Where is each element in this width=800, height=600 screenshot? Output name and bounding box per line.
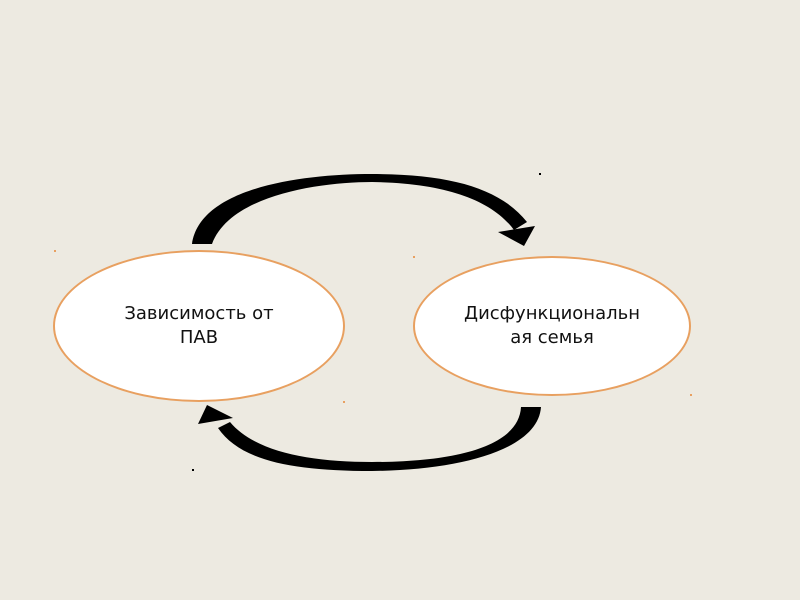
arrow-bottom-head: [198, 405, 233, 424]
node-dependency: Зависимость от ПАВ: [53, 250, 345, 402]
speck-dot: [690, 394, 692, 396]
arrow-right-to-left: [198, 405, 541, 471]
node-label-dependency: Зависимость от ПАВ: [124, 303, 274, 348]
speck-dot: [54, 250, 56, 252]
arrow-bottom-shaft: [218, 407, 541, 471]
arrow-left-to-right: [192, 174, 535, 246]
speck-dot: [413, 256, 415, 258]
arrow-top-shaft: [192, 174, 527, 244]
speck-dot: [539, 173, 541, 175]
speck-dot: [343, 401, 345, 403]
node-dysfunctional-family: Дисфункциональная семья: [413, 256, 691, 396]
speck-dot: [192, 469, 194, 471]
arrow-top-head: [498, 226, 535, 246]
node-label-dysfunctional-family: Дисфункциональная семья: [464, 303, 640, 348]
